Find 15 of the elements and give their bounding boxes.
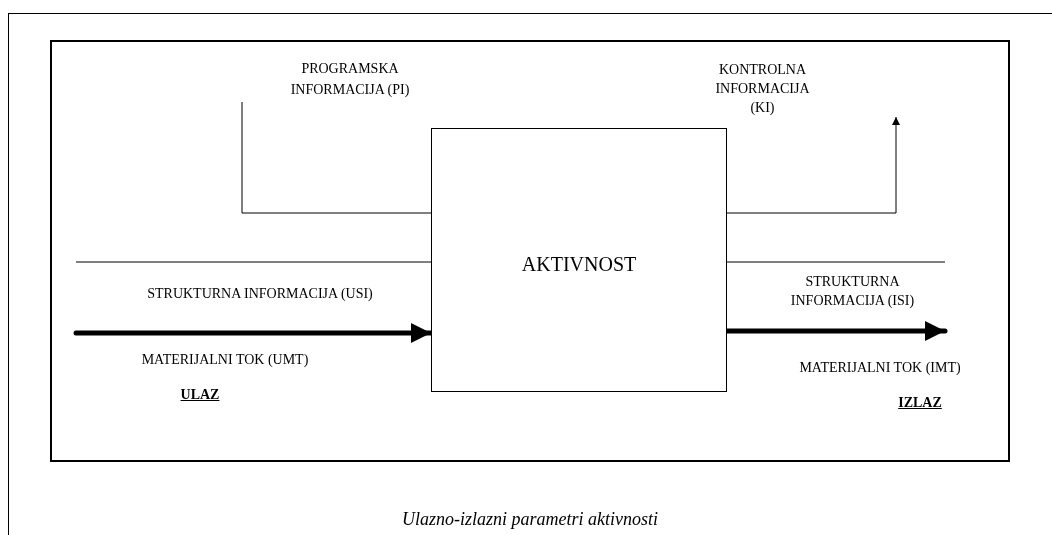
connector-line xyxy=(241,101,432,214)
flow-label: PROGRAMSKA INFORMACIJA (PI) xyxy=(289,60,411,99)
flow-label: IZLAZ xyxy=(897,394,943,412)
flow-label: ULAZ xyxy=(179,386,221,404)
flow-label: STRUKTURNA INFORMACIJA (ISI) xyxy=(789,273,916,310)
caption: Ulazno-izlazni parametri aktivnosti xyxy=(401,508,659,531)
connector-line xyxy=(726,261,946,263)
activity-title: AKTIVNOST xyxy=(521,252,637,277)
activity-box xyxy=(431,128,727,392)
connector-line xyxy=(75,261,432,263)
flow-label: STRUKTURNA INFORMACIJA (USI) xyxy=(146,285,374,303)
flow-label: KONTROLNA INFORMACIJA (KI) xyxy=(714,61,811,117)
flow-label: MATERIJALNI TOK (UMT) xyxy=(140,351,310,369)
flow-label: MATERIJALNI TOK (IMT) xyxy=(798,359,962,377)
arrow xyxy=(726,116,900,214)
